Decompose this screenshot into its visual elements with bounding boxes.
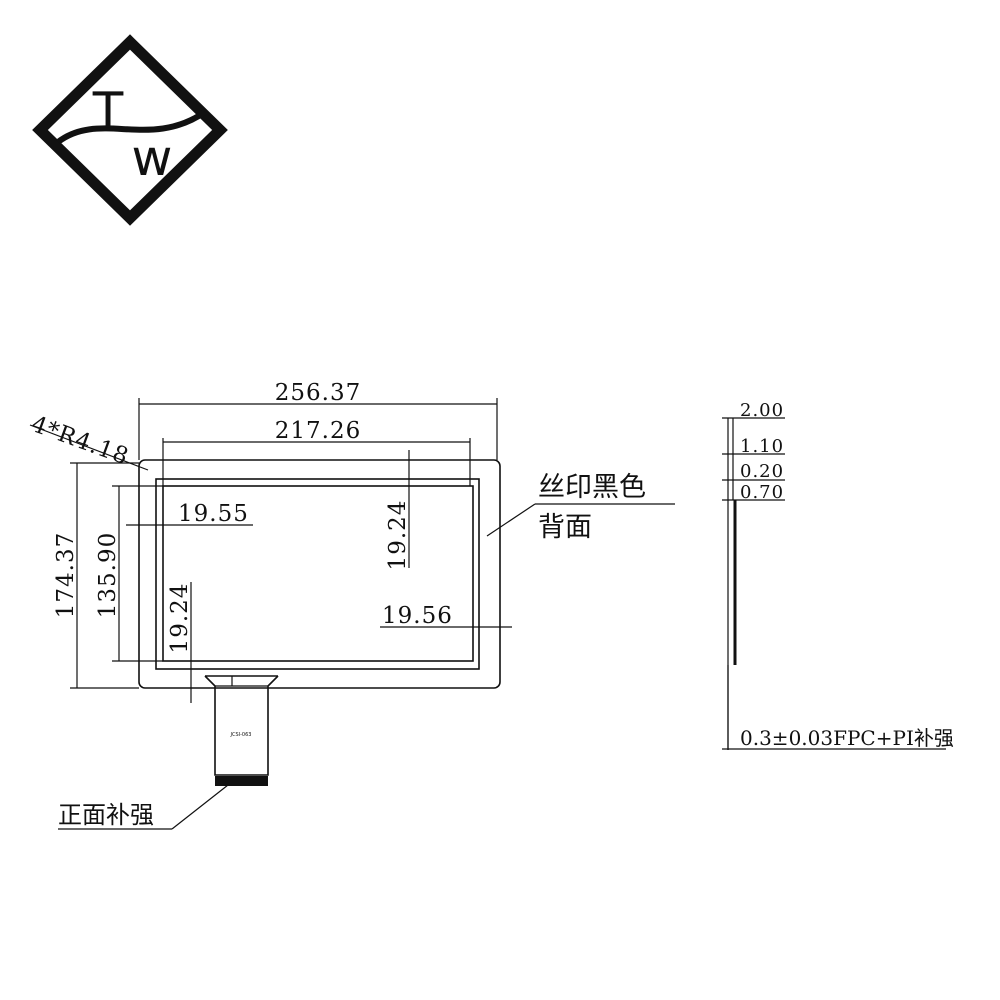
dim-left-margin: 19.55	[178, 501, 249, 527]
dim-outer-width: 256.37	[275, 380, 361, 406]
dim-corner-radius: 4*R4.18	[28, 411, 132, 470]
side-view: 2.00 1.10 0.20 0.70 0.3±0.03FPC+PI补强	[722, 400, 954, 750]
thickness-4: 0.70	[740, 482, 784, 503]
silkscreen-line2: 背面	[538, 512, 592, 543]
corner-radius-note: 4*R4.18	[28, 411, 149, 471]
width-dimensions: 256.37 217.26	[138, 380, 498, 486]
thickness-3: 0.20	[740, 461, 784, 482]
dim-top-margin: 19.24	[385, 500, 411, 571]
front-stiffener-label: 正面补强	[58, 801, 154, 829]
logo-letter-t: T	[92, 82, 124, 140]
silkscreen-note: 丝印黑色 背面	[486, 472, 675, 543]
dim-bottom-margin: 19.24	[167, 583, 193, 654]
tw-logo: T w	[32, 34, 228, 226]
logo-letter-w: w	[132, 129, 173, 187]
thickness-2: 1.10	[740, 436, 784, 457]
outer-glass-outline	[138, 459, 501, 689]
silkscreen-border	[155, 478, 480, 670]
thickness-1: 2.00	[740, 400, 784, 421]
panel-outline	[138, 459, 501, 689]
silkscreen-line1: 丝印黑色	[538, 472, 646, 503]
dim-outer-height: 174.37	[53, 532, 79, 618]
dim-view-width: 217.26	[275, 418, 361, 444]
view-area-outline	[162, 485, 474, 662]
front-stiffener-note: 正面补强	[58, 784, 229, 830]
height-dimensions: 174.37 135.90	[53, 462, 163, 689]
dim-right-margin: 19.56	[382, 603, 453, 629]
dim-view-height: 135.90	[95, 532, 121, 618]
fpc-tail: JCSI-063	[204, 675, 279, 786]
fpc-stiffener	[215, 776, 268, 786]
svg-text:JCSI-063: JCSI-063	[230, 732, 252, 738]
fpc-thickness-label: 0.3±0.03FPC+PI补强	[740, 726, 954, 750]
margin-dimensions: 19.55 19.24 19.24 19.56	[126, 450, 512, 703]
